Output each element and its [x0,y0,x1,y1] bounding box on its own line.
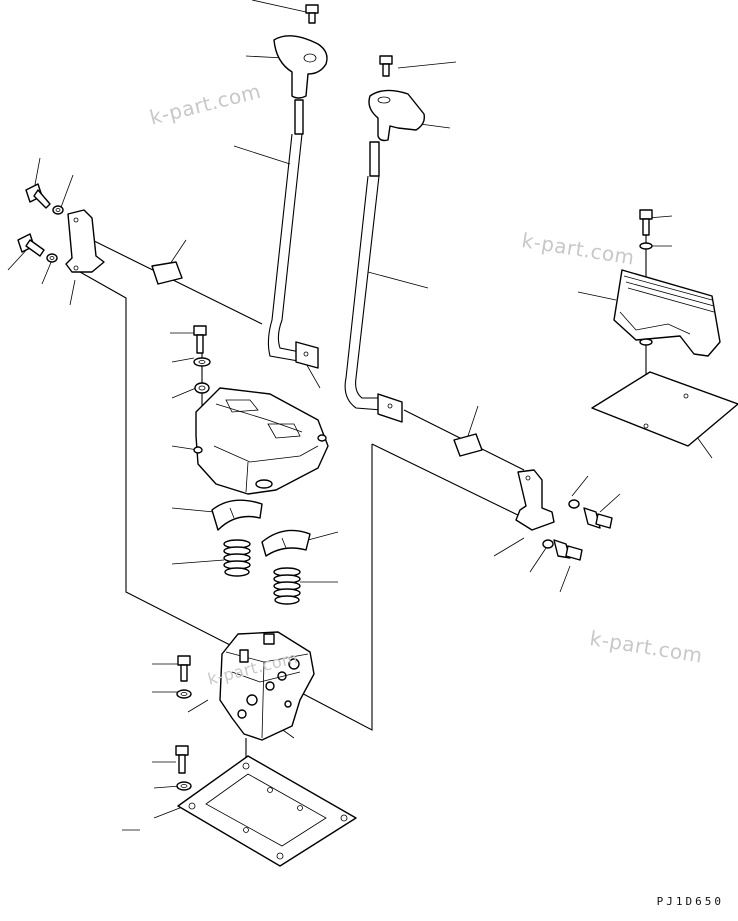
knob-icon [274,36,327,98]
leader-lines [8,0,712,830]
cover-icon [194,388,328,494]
valve-icon [220,632,314,740]
washer-icon [195,383,209,393]
bolt-icon [18,234,44,256]
right-lever-assembly [345,56,612,560]
bolt-icon [640,210,652,235]
retainer-icon [262,530,310,556]
washer-icon [177,782,191,790]
washer-icon [177,690,191,698]
plate-icon [592,372,738,446]
bolt-icon [306,5,318,23]
bolt-icon [554,540,582,560]
washer-icon [543,540,553,548]
washer-icon [47,254,57,262]
knob-icon [369,90,424,140]
lever-icon [345,142,402,422]
spring-icon [224,540,250,576]
left-lever-assembly [18,5,327,368]
bolt-icon [194,326,206,353]
boot-group [592,210,738,446]
clamp-icon [454,434,482,456]
drawing-code: PJ1D650 [656,895,724,908]
boot-icon [614,270,720,356]
valve-cover-group [194,326,328,604]
valve-group [176,632,356,866]
bracket-icon [66,210,104,272]
spring-icon [274,568,300,604]
washer-icon [569,500,579,508]
bolt-icon [176,746,188,773]
assembly-lines [80,232,646,832]
washer-icon [53,206,63,214]
gasket-icon [178,756,356,866]
bolt-icon [26,184,50,208]
washer-icon [194,358,210,366]
bolt-icon [584,508,612,528]
bracket-icon [516,470,554,530]
washer-icon [640,243,652,249]
clamp-icon [152,262,182,284]
lever-icon [268,100,318,368]
retainer-icon [212,500,262,530]
bolt-icon [380,56,392,76]
bolt-icon [178,656,190,681]
